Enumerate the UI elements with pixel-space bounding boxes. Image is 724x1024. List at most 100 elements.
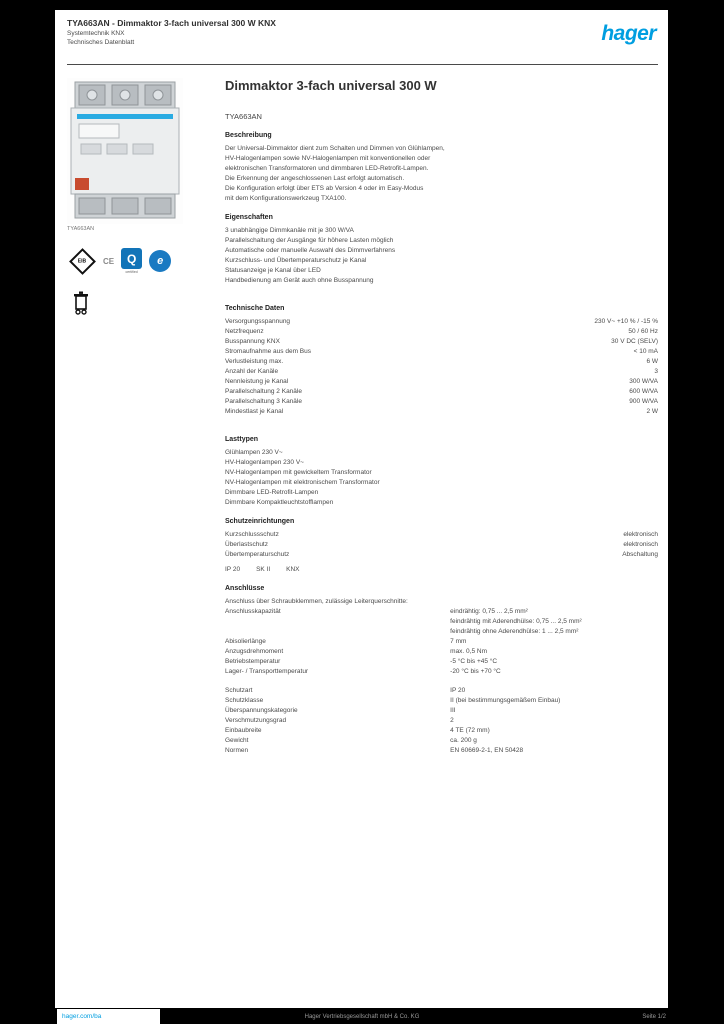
text-line: HV-Halogenlampen 230 V~ [225, 459, 304, 466]
spec-row: Abisolierlänge 7 mm [225, 637, 658, 647]
spec-value-line: 2 W [646, 408, 658, 415]
spec-value-line: IP 20 [450, 687, 466, 694]
product-image [67, 78, 183, 224]
spec-value-line: II (bei bestimmungsgemäßem Einbau) [450, 697, 561, 704]
section-gap [225, 286, 658, 295]
datasheet-page: TYA663AN - Dimmaktor 3-fach universal 30… [55, 10, 668, 1008]
spec-row: Busspannung KNX 30 V DC (SELV) [225, 337, 658, 347]
spec-value-line: 230 V~ +10 % / -15 % [594, 318, 658, 325]
spec-label: Anzahl der Kanäle [225, 368, 279, 375]
header-ref-line: TYA663AN - Dimmaktor 3-fach universal 30… [67, 18, 276, 28]
spec-value: 900 W/VA [629, 397, 658, 407]
spec-value-line: 2 [450, 717, 454, 724]
footer-link[interactable]: hager.com/ba [62, 1013, 102, 1020]
spec-value-line: elektronisch [623, 531, 658, 538]
q-cert-caption: certified [125, 270, 138, 274]
spec-row: Anzahl der Kanäle 3 [225, 367, 658, 377]
spec-value: -5 °C bis +45 °C [450, 657, 658, 667]
section-heading: Schutzeinrichtungen [225, 518, 295, 525]
spec-row: Versorgungsspannung 230 V~ +10 % / -15 % [225, 317, 658, 327]
spec-value: 30 V DC (SELV) [611, 337, 658, 347]
weee-bin-icon [71, 290, 215, 321]
spec-value: II (bei bestimmungsgemäßem Einbau) [450, 696, 658, 706]
content-area: TYA663AN EIB CE Q certified e [67, 78, 658, 984]
spec-value: 300 W/VA [629, 377, 658, 387]
spec-value-line: feindrähtig ohne Aderendhülse: 1 ... 2,5… [450, 628, 579, 635]
text-line: Kurzschluss- und Übertemperaturschutz je… [225, 257, 367, 264]
spec-value-line: ca. 200 g [450, 737, 477, 744]
spec-value: elektronisch [623, 540, 658, 550]
spec-label: Mindestlast je Kanal [225, 408, 284, 415]
spec-label: Nennleistung je Kanal [225, 378, 289, 385]
certification-badges: EIB CE Q certified e [67, 246, 215, 276]
text-line: mit dem Konfigurationswerkzeug TXA100. [225, 195, 347, 202]
header-divider [67, 64, 658, 65]
spec-value: EN 60669-2-1, EN 50428 [450, 746, 658, 756]
spec-value-line: Abschaltung [622, 551, 658, 558]
left-column: TYA663AN EIB CE Q certified e [67, 78, 215, 984]
spec-label: Anschlusskapazität [225, 608, 281, 615]
spec-value-line: 7 mm [450, 638, 467, 645]
spec-row: Normen EN 60669-2-1, EN 50428 [225, 746, 658, 756]
page-title: Dimmaktor 3-fach universal 300 W [225, 78, 437, 93]
spec-value-line: 30 V DC (SELV) [611, 338, 658, 345]
spec-label: Überspannungskategorie [225, 707, 298, 714]
spec-label: Abisolierlänge [225, 638, 266, 645]
footer-link-box: hager.com/ba [57, 1009, 160, 1024]
spec-value: 2 W [646, 407, 658, 417]
text-line: 3 unabhängige Dimmkanäle mit je 300 W/VA [225, 227, 354, 234]
token: KNX [286, 566, 300, 573]
diamond-cert-icon: EIB [69, 247, 96, 275]
spec-row: Stromaufnahme aus dem Bus< 10 mA [225, 347, 658, 357]
section-heading: Beschreibung [225, 132, 272, 139]
spec-value: IP 20 [450, 686, 658, 696]
spec-value: 7 mm [450, 637, 658, 647]
header-sub-line1: Systemtechnik KNX [67, 30, 125, 37]
spec-value-line: 4 TE (72 mm) [450, 727, 490, 734]
spec-label: Verlustleistung max. [225, 358, 284, 365]
spec-value-line: III [450, 707, 456, 714]
spec-value-line: 50 / 60 Hz [628, 328, 658, 335]
spec-value-line: -5 °C bis +45 °C [450, 658, 498, 665]
text-line: Automatische oder manuelle Auswahl des D… [225, 247, 396, 254]
spec-value: 3 [654, 367, 658, 377]
main-column: Dimmaktor 3-fach universal 300 W TYA663A… [225, 78, 658, 984]
hager-logo: hager [601, 22, 656, 45]
spec-label: Betriebstemperatur [225, 658, 281, 665]
spec-label: Busspannung KNX [225, 338, 280, 345]
spec-label: Parallelschaltung 3 Kanäle [225, 398, 302, 405]
text-line: Dimmbare LED-Retrofit-Lampen [225, 489, 319, 496]
spec-label: Verschmutzungsgrad [225, 717, 287, 724]
spec-value: 6 W [646, 357, 658, 367]
spec-value-line: EN 60669-2-1, EN 50428 [450, 747, 524, 754]
q-cert-icon: Q [121, 248, 143, 269]
section-heading: Lasttypen [225, 436, 259, 443]
product-device-illustration [70, 81, 180, 219]
spec-label: Versorgungsspannung [225, 318, 291, 325]
spec-value-line: 6 W [646, 358, 658, 365]
spec-value: III [450, 706, 658, 716]
spec-value: 2 [450, 716, 658, 726]
spec-value: elektronisch [623, 530, 658, 540]
section-gap [225, 677, 658, 686]
spec-value: 50 / 60 Hz [628, 327, 658, 337]
spec-value: 4 TE (72 mm) [450, 726, 658, 736]
token: IP 20 [225, 566, 241, 573]
spec-value: ca. 200 g [450, 736, 658, 746]
spec-label: Normen [225, 747, 249, 754]
footer-company: Hager Vertriebsgesellschaft mbH & Co. KG [304, 1014, 420, 1020]
spec-value: -20 °C bis +70 °C [450, 667, 658, 677]
spec-row: Nennleistung je Kanal 300 W/VA [225, 377, 658, 387]
ce-mark-icon: CE [103, 256, 115, 266]
product-reference: TYA663AN [225, 112, 262, 121]
text-line: Statusanzeige je Kanal über LED [225, 267, 321, 274]
